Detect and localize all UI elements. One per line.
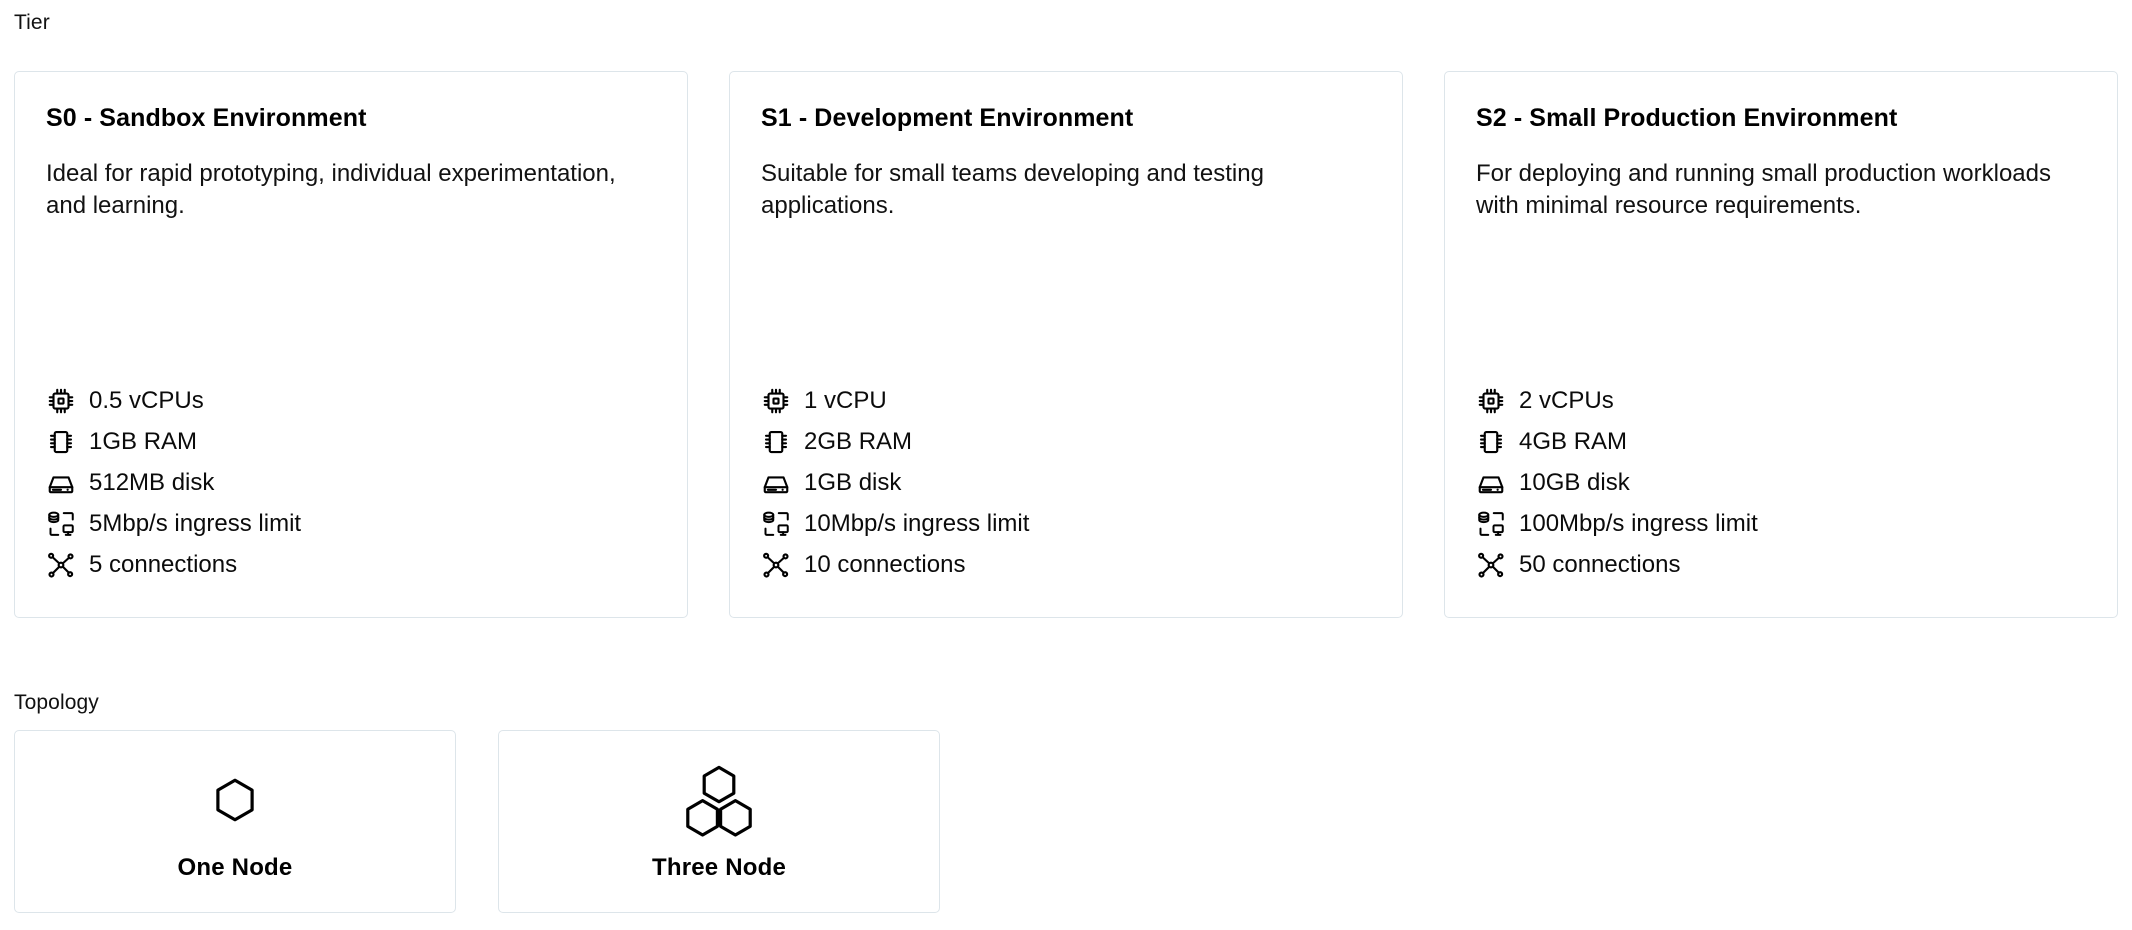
triple-hexagon-icon xyxy=(682,764,756,838)
spec-text: 0.5 vCPUs xyxy=(89,387,204,414)
cpu-icon xyxy=(761,386,791,416)
spec-text: 5 connections xyxy=(89,551,238,578)
cpu-icon xyxy=(1476,386,1506,416)
disk-icon xyxy=(761,468,791,498)
spec-row: 512MB disk xyxy=(46,467,656,499)
connections-icon xyxy=(46,550,76,580)
spec-row: 10GB disk xyxy=(1476,467,2086,499)
spec-text: 5Mbp/s ingress limit xyxy=(89,510,302,537)
spec-row: 0.5 vCPUs xyxy=(46,385,656,417)
memory-icon xyxy=(761,427,791,457)
topology-section-label: Topology xyxy=(14,691,99,714)
network-ingress-icon xyxy=(1476,509,1506,539)
spec-row: 1GB RAM xyxy=(46,426,656,458)
memory-icon xyxy=(46,427,76,457)
spec-text: 10 connections xyxy=(804,551,966,578)
tier-spec-list: 1 vCPU 2GB RAM 1GB disk 10Mbp/s ingress … xyxy=(761,385,1371,617)
spec-row: 5Mbp/s ingress limit xyxy=(46,508,656,540)
tier-card-title: S2 - Small Production Environment xyxy=(1476,104,1898,132)
disk-icon xyxy=(1476,468,1506,498)
spec-text: 2GB RAM xyxy=(804,428,913,455)
tier-spec-list: 0.5 vCPUs 1GB RAM 512MB disk 5Mbp/s ingr… xyxy=(46,385,656,617)
spec-text: 100Mbp/s ingress limit xyxy=(1519,510,1758,537)
network-ingress-icon xyxy=(46,509,76,539)
connections-icon xyxy=(1476,550,1506,580)
connections-icon xyxy=(761,550,791,580)
spec-row: 2GB RAM xyxy=(761,426,1371,458)
tier-card-description: Suitable for small teams developing and … xyxy=(761,160,1264,220)
spec-text: 2 vCPUs xyxy=(1519,387,1614,414)
tier-card-description: Ideal for rapid prototyping, individual … xyxy=(46,160,616,220)
single-hexagon-icon xyxy=(198,764,272,838)
spec-row: 10 connections xyxy=(761,549,1371,581)
topology-card-list: One Node Three Node xyxy=(14,730,940,913)
tier-spec-list: 2 vCPUs 4GB RAM 10GB disk 100Mbp/s ingre… xyxy=(1476,385,2086,617)
spec-text: 10GB disk xyxy=(1519,469,1630,496)
tier-card-title: S1 - Development Environment xyxy=(761,104,1134,132)
spec-text: 1 vCPU xyxy=(804,387,887,414)
spec-row: 2 vCPUs xyxy=(1476,385,2086,417)
spec-text: 512MB disk xyxy=(89,469,215,496)
disk-icon xyxy=(46,468,76,498)
spec-row: 50 connections xyxy=(1476,549,2086,581)
spec-text: 10Mbp/s ingress limit xyxy=(804,510,1030,537)
memory-icon xyxy=(1476,427,1506,457)
spec-row: 1 vCPU xyxy=(761,385,1371,417)
spec-text: 4GB RAM xyxy=(1519,428,1628,455)
spec-text: 1GB RAM xyxy=(89,428,198,455)
spec-text: 50 connections xyxy=(1519,551,1681,578)
topology-card-three-node[interactable]: Three Node xyxy=(498,730,940,913)
spec-text: 1GB disk xyxy=(804,469,902,496)
topology-card-label: Three Node xyxy=(651,853,787,881)
topology-card-one-node[interactable]: One Node xyxy=(14,730,456,913)
spec-row: 5 connections xyxy=(46,549,656,581)
topology-card-label: One Node xyxy=(177,853,293,881)
tier-section-label: Tier xyxy=(14,11,50,34)
tier-card-description: For deploying and running small producti… xyxy=(1476,160,2051,220)
spec-row: 4GB RAM xyxy=(1476,426,2086,458)
spec-row: 10Mbp/s ingress limit xyxy=(761,508,1371,540)
network-ingress-icon xyxy=(761,509,791,539)
spec-row: 1GB disk xyxy=(761,467,1371,499)
cpu-icon xyxy=(46,386,76,416)
tier-card-title: S0 - Sandbox Environment xyxy=(46,104,367,132)
spec-row: 100Mbp/s ingress limit xyxy=(1476,508,2086,540)
